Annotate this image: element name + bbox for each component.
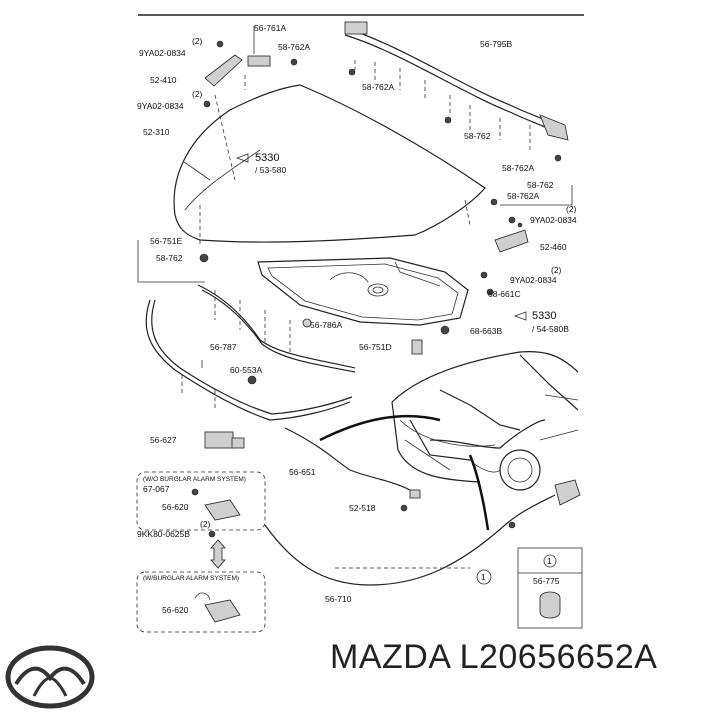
label-56-751d: 56-751D (359, 342, 392, 352)
label-w-burglar-alarm: (W/BURGLAR ALARM SYSTEM) (143, 575, 239, 582)
label-5330-a: 5330 (255, 152, 279, 164)
label-60-553a: 60-553A (230, 365, 262, 375)
label-52-518: 52-518 (349, 503, 376, 513)
label-5330-b: 5330 (532, 310, 556, 322)
label-9ya02-0834-top: 9YA02-0834 (139, 48, 186, 58)
release-cable-front (429, 419, 546, 449)
label-58-762-left: 58-762 (156, 253, 183, 263)
label-58-762a-right: 58-762A (507, 191, 539, 201)
label-52-310: 52-310 (143, 127, 170, 137)
wo-alarm-box (136, 471, 266, 531)
label-54-580b: / 54-580B (532, 324, 569, 334)
label-56-620-a: 56-620 (162, 502, 189, 512)
label-9ya02-0834-mid: 9YA02-0834 (137, 101, 184, 111)
hood-panel-drawing (173, 84, 486, 245)
label-58-762a-top: 58-762A (278, 42, 310, 52)
right-hood-hinge-drawing (480, 198, 529, 296)
label-68-663b: 68-663B (470, 326, 502, 336)
inset-callout-number-1: 1 (547, 556, 552, 566)
fastener-68-663b (440, 325, 450, 335)
label-56-710: 56-710 (325, 594, 352, 604)
label-qty-2-b: (2) (192, 89, 203, 99)
double-arrow-icon (210, 539, 226, 569)
hood-arrow-icon (235, 153, 249, 163)
label-58-762a-strip2: 58-762A (502, 163, 534, 173)
label-56-620-b: 56-620 (162, 605, 189, 615)
cable-clip (508, 521, 516, 529)
part-number-caption: MAZDA L20656652A (330, 638, 658, 676)
clip-52-518 (400, 504, 408, 512)
bracket-left (137, 240, 205, 283)
label-56-761a: 56-761A (254, 23, 286, 33)
latch-striker-56-627 (204, 431, 234, 449)
label-58-762-strip: 58-762 (464, 131, 491, 141)
label-qty-2-d: (2) (551, 265, 562, 275)
label-68-661c: 68-661C (488, 289, 521, 299)
label-58-762a-strip1: 58-762A (362, 82, 394, 92)
callout-number-1: 1 (481, 572, 486, 582)
bumper-56-751d (411, 339, 423, 355)
vehicle-body-drawing (391, 350, 579, 491)
callout-circle-1 (476, 569, 492, 585)
clip-58-762-left (199, 253, 209, 263)
w-alarm-box (136, 571, 266, 633)
mazda-logo-icon (5, 645, 95, 709)
hood-front-seal-drawing (197, 284, 356, 373)
label-qty-2-e: (2) (200, 519, 211, 529)
label-56-627: 56-627 (150, 435, 177, 445)
label-56-787: 56-787 (210, 342, 237, 352)
clip-60-553a (247, 375, 257, 385)
fastener-56-786a (302, 318, 312, 328)
label-wo-burglar-alarm: (W/O BURGLAR ALARM SYSTEM) (143, 476, 246, 483)
label-67-067: 67-067 (143, 484, 170, 494)
hood-arrow-icon-2 (513, 311, 527, 321)
label-52-460: 52-460 (540, 242, 567, 252)
label-56-775: 56-775 (533, 576, 560, 586)
release-cable-upper (284, 427, 411, 491)
inset-box-56-775 (517, 547, 583, 629)
leader-arc-top (319, 414, 441, 442)
left-hood-hinge-drawing (203, 40, 298, 181)
label-9kk80-0625b: 9KK80-0625B (137, 529, 190, 539)
front-lip-seal-drawing (145, 299, 353, 421)
label-56-786a: 56-786A (310, 320, 342, 330)
leader-arc-bottom (468, 454, 490, 531)
label-56-751e: 56-751E (150, 236, 182, 246)
label-qty-2-c: (2) (566, 204, 577, 214)
hood-inner-panel-drawing (257, 257, 469, 326)
label-qty-2-a: (2) (192, 36, 203, 46)
label-52-410: 52-410 (150, 75, 177, 85)
cable-end-52-518 (409, 489, 421, 499)
label-9ya02-0834-r1: 9YA02-0834 (530, 215, 577, 225)
bracket-right (500, 185, 573, 206)
label-56-651: 56-651 (289, 467, 316, 477)
label-58-762-right: 58-762 (527, 180, 554, 190)
label-53-580: / 53-580 (255, 165, 286, 175)
release-cable-lower (264, 494, 556, 586)
label-56-795b: 56-795B (480, 39, 512, 49)
clip-56-775 (539, 591, 561, 619)
label-9ya02-0834-r2: 9YA02-0834 (510, 275, 557, 285)
release-handle (554, 479, 581, 506)
weatherstrip-drawing (344, 21, 569, 162)
